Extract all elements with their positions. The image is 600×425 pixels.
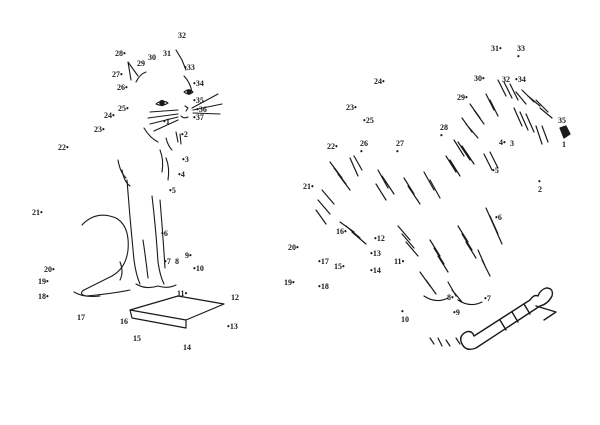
- cat-dot-36: •36: [196, 105, 207, 114]
- dog-dot-35: 35: [558, 116, 566, 125]
- cat-dot-16: 16: [120, 317, 128, 326]
- dog-dot-3: 3: [510, 139, 514, 148]
- dog-dot-5: •5: [492, 166, 499, 175]
- dog-dot-18: •18: [318, 282, 329, 291]
- dog-dot-19: 19•: [284, 278, 295, 287]
- cat-dot-2: •2: [181, 130, 188, 139]
- cat-dot-31: 31: [163, 49, 171, 58]
- cat-dot-4: •4: [178, 170, 185, 179]
- dog-dot-28: 28•: [440, 123, 448, 140]
- dog-dot-7: •7: [484, 294, 491, 303]
- dog-dot-2: •2: [538, 177, 542, 194]
- cat-dot-23: 23•: [94, 125, 105, 134]
- dog-dot-25: •25: [363, 116, 374, 125]
- cat-dot-10: •10: [193, 264, 204, 273]
- cat-dot-3: •3: [182, 155, 189, 164]
- dog-dot-17: •17: [318, 257, 329, 266]
- cat-dot-20: 20•: [44, 265, 55, 274]
- dog-dot-24: 24•: [374, 77, 385, 86]
- cat-dot-24: 24•: [104, 111, 115, 120]
- dog-dot-4: 4•: [499, 138, 506, 147]
- cat-dot-21: 21•: [32, 208, 43, 217]
- cat-dot-11: 11•: [177, 289, 188, 298]
- cat-dot-25: 25•: [118, 104, 129, 113]
- cat-dot-27: 27•: [112, 70, 123, 79]
- dog-dot-32: 32: [502, 75, 510, 84]
- dog-dot-12: •12: [374, 234, 385, 243]
- dog-dot-10: •10: [401, 307, 409, 324]
- dog-dot-6: •6: [495, 213, 502, 222]
- cat-dot-13: •13: [227, 322, 238, 331]
- bone-outline: [459, 287, 557, 351]
- cat-dot-14: 14: [183, 343, 191, 352]
- dog-dot-15: 15•: [334, 262, 345, 271]
- cat-dot-5: •5: [169, 186, 176, 195]
- cat-dot-34: •34: [193, 79, 204, 88]
- cat-tray-outline: [129, 295, 225, 329]
- dog-dot-14: •14: [370, 266, 381, 275]
- dog-dot-27: 27•: [396, 139, 404, 156]
- dog-line-art: [315, 79, 571, 347]
- cat-dot-30: 30: [148, 53, 156, 62]
- cat-dot-22: 22•: [58, 143, 69, 152]
- dog-dot-21: 21•: [303, 182, 314, 191]
- dog-dot-26: 26•: [360, 139, 368, 156]
- cat-dot-1: •1: [163, 117, 170, 126]
- cat-dot-33: •33: [184, 63, 195, 72]
- cat-dot-7: •7: [164, 257, 171, 266]
- cat-dot-8: 8: [175, 257, 179, 266]
- dog-dot-34: •34: [515, 75, 526, 84]
- dog-dot-9: •9: [453, 308, 460, 317]
- cat-dot-9: 9•: [185, 251, 192, 260]
- cat-dot-6: •6: [161, 229, 168, 238]
- dog-dot-31: 31•: [491, 44, 502, 53]
- cat-dot-19: 19•: [38, 277, 49, 286]
- cat-dot-15: 15: [133, 334, 141, 343]
- dog-dot-20: 20•: [288, 243, 299, 252]
- dog-dot-29: 29•: [457, 93, 468, 102]
- dog-dot-16: 16•: [336, 227, 347, 236]
- dog-dot-22: 22•: [327, 142, 338, 151]
- cat-dot-37: •37: [193, 113, 204, 122]
- cat-dot-12: 12: [231, 293, 239, 302]
- cat-dot-26: 26•: [117, 83, 128, 92]
- cat-line-art: [73, 49, 223, 298]
- cat-dot-29: 29: [137, 59, 145, 68]
- cat-dot-32: 32: [178, 31, 186, 40]
- dog-dot-8: 8•: [447, 293, 454, 302]
- dog-dot-11: 11•: [394, 257, 405, 266]
- dog-dot-30: 30•: [474, 74, 485, 83]
- cat-dot-17: 17: [77, 313, 85, 322]
- cat-dot-28: 28•: [115, 49, 126, 58]
- cat-dot-18: 18•: [38, 292, 49, 301]
- dog-dot-33: 33•: [517, 44, 525, 61]
- dog-dot-13: •13: [370, 249, 381, 258]
- cat-dot-35: •35: [193, 96, 204, 105]
- dog-dot-1: 1: [562, 140, 566, 149]
- dog-dot-23: 23•: [346, 103, 357, 112]
